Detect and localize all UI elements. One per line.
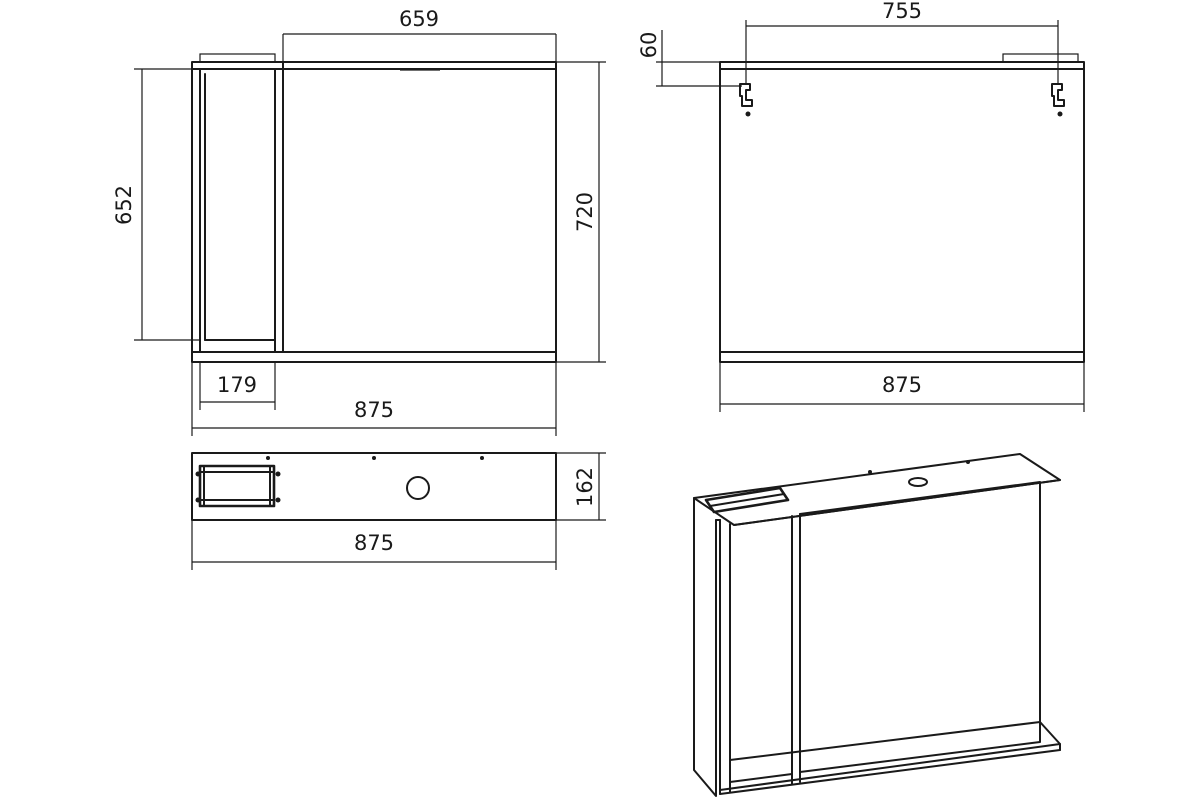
back-dimension-60: 60 [637,30,742,87]
isometric-view [693,453,1061,797]
top-cable-hole [406,476,430,500]
front-view [191,53,557,363]
top-view [191,452,557,521]
front-dimension-179: 179 [199,362,276,410]
front-dimension-875: 875 [191,362,557,436]
front-height-right-label: 720 [573,192,597,232]
iso-mirror-door [799,481,1041,773]
back-total-width-label: 875 [882,373,922,397]
front-section-width-label: 179 [217,373,257,397]
front-cabinet-outline [191,61,557,363]
iso-left-side-panel [693,497,717,797]
front-top-width-label: 659 [399,7,439,31]
top-light-fixture [198,464,276,508]
top-depth-label: 162 [573,467,597,507]
left-hanging-hook [739,83,753,117]
front-dimension-720: 720 [556,61,606,363]
back-hook-offset-label: 60 [637,32,661,59]
front-dimension-652: 652 [112,68,200,341]
top-dimension-162: 162 [556,452,606,521]
back-cabinet-outline [719,61,1085,363]
top-total-width-label: 875 [354,531,394,555]
top-dimension-875: 875 [191,520,557,570]
front-top-clip [199,53,276,63]
front-total-width-label: 875 [354,398,394,422]
front-height-left-label: 652 [112,185,136,225]
iso-bottom-shelf [719,721,1061,791]
back-dimension-875: 875 [719,362,1085,412]
back-hook-spacing-label: 755 [882,0,922,23]
top-cabinet-outline [191,452,557,521]
back-dimension-755: 755 [745,0,1059,84]
back-top-clip [1002,53,1079,63]
iso-top-slab [693,453,1061,526]
right-hanging-hook [1051,83,1065,117]
back-view [719,53,1085,363]
front-dimension-659: 659 [282,7,557,62]
iso-light-fixture [704,486,790,514]
front-open-shelf-section [199,68,276,353]
